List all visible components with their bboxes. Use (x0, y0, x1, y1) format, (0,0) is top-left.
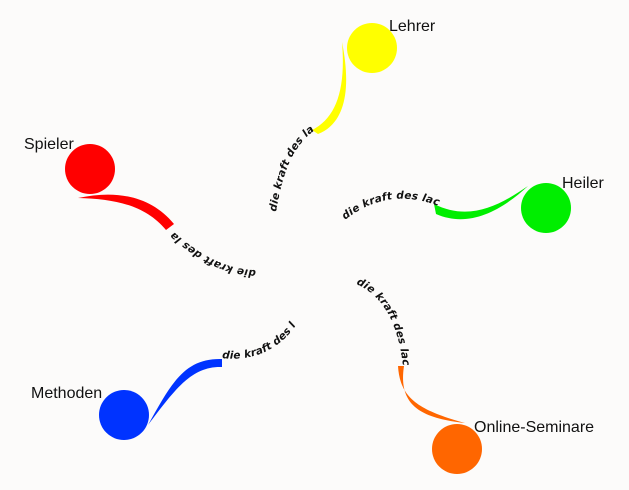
node-lehrer-circle[interactable] (347, 23, 397, 73)
branch-spieler-connector (78, 194, 174, 230)
node-heiler-label: Heiler (562, 175, 604, 192)
branch-spieler: Spieler die kraft des lachens (0, 0, 256, 279)
node-spieler-label: Spieler (24, 136, 74, 153)
node-heiler-circle[interactable] (521, 183, 571, 233)
branch-heiler-connector (434, 186, 528, 220)
branch-lehrer: Lehrer die kraft des lachens (0, 0, 436, 212)
node-spieler-circle[interactable] (65, 144, 115, 194)
branch-online-seminare: Online-Seminare die kraft des lachens (0, 0, 594, 474)
branch-online-seminare-connector (398, 366, 465, 423)
node-lehrer-label: Lehrer (389, 18, 436, 35)
node-methoden-label: Methoden (31, 385, 102, 402)
branch-lehrer-text: die kraft des lachens (0, 0, 317, 212)
node-online-seminare-label: Online-Seminare (474, 419, 594, 436)
branch-lehrer-connector (312, 42, 347, 134)
branch-methoden-text: die kraft des lachens (0, 0, 299, 362)
branch-methoden-connector (148, 358, 222, 425)
node-methoden-circle[interactable] (99, 390, 149, 440)
branch-methoden: Methoden die kraft des lachens (0, 0, 299, 440)
node-online-seminare-circle[interactable] (432, 424, 482, 474)
